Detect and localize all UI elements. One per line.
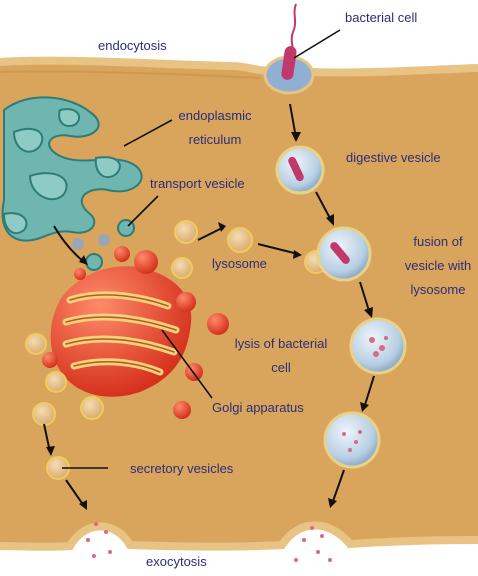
label-transport-vesicle: transport vesicle	[150, 176, 245, 192]
label-lysis-line1: lysis of bacterial	[222, 336, 340, 352]
label-lysosome: lysosome	[212, 256, 267, 272]
label-lysis: lysis of bacterial cell	[222, 336, 340, 376]
label-fusion-line2: vesicle with	[398, 258, 478, 274]
label-endocytosis: endocytosis	[98, 38, 167, 54]
lysosome	[228, 228, 252, 252]
label-secretory-vesicles: secretory vesicles	[130, 461, 233, 477]
lysis-vesicle	[351, 319, 405, 373]
fusion-vesicle	[318, 228, 370, 280]
label-exocytosis: exocytosis	[146, 554, 207, 570]
label-bacterial-cell: bacterial cell	[345, 10, 417, 26]
label-lysis-line2: cell	[222, 360, 340, 376]
label-endoplasmic-reticulum: endoplasmic reticulum	[170, 108, 260, 148]
digestive-vesicle	[277, 147, 323, 193]
label-fusion-line3: lysosome	[398, 282, 478, 298]
label-er-line1: endoplasmic	[170, 108, 260, 124]
label-fusion: fusion of vesicle with lysosome	[398, 234, 478, 298]
label-digestive-vesicle: digestive vesicle	[346, 150, 441, 166]
label-er-line2: reticulum	[170, 132, 260, 148]
residual-vesicle	[325, 413, 379, 467]
label-fusion-line1: fusion of	[398, 234, 478, 250]
label-golgi-apparatus: Golgi apparatus	[212, 400, 304, 416]
